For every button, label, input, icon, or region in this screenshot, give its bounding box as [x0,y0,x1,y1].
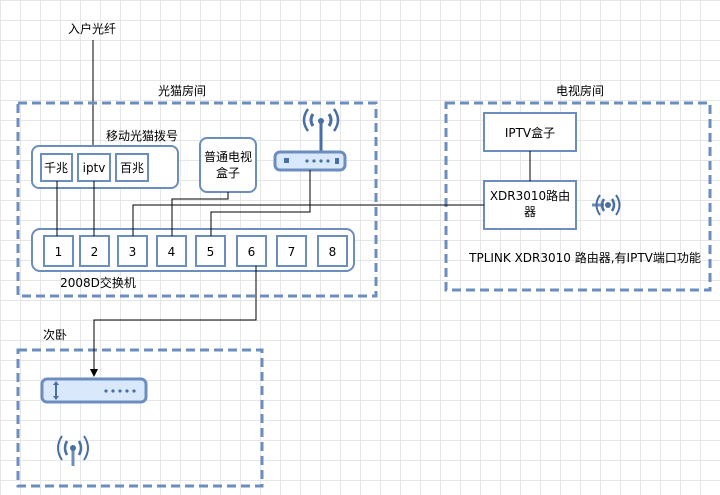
wire-tvbox-port4 [171,192,229,236]
switch-port-1-label: 1 [55,245,63,259]
iptv-box-label: IPTV盒子 [505,125,555,140]
xdr-router-box [483,180,577,230]
switch-port-4 [156,235,187,267]
switch-ports: 1 2 3 4 5 6 7 8 [43,235,348,267]
switch-port-8 [317,235,348,267]
switch-port-2 [79,235,110,267]
modem-room-region [16,101,378,298]
tplink-note: TPLINK XDR3010 路由器,有IPTV端口功能 [468,250,701,265]
modem-port-100m [115,153,149,182]
switch-port-6 [236,235,267,267]
wifi-antenna-icon [592,194,621,216]
xdr-router-line1: XDR3010路由 [490,188,570,203]
tv-room-label: 电视房间 [556,83,604,98]
wireless-router-icon [273,108,347,172]
fiber-label: 入户光纤 [68,21,116,36]
wire-router-port5 [210,170,311,236]
switch-port-2-label: 2 [91,245,99,259]
switch-port-8-label: 8 [329,245,337,259]
bedroom-label: 次卧 [43,328,67,342]
tv-room-region [444,101,712,292]
modem-port-iptv [77,153,111,182]
modem-port-iptv-label: iptv [83,161,106,175]
bedroom-region [16,348,264,488]
switch-port-3-label: 3 [129,245,137,259]
tv-box-line2: 盒子 [216,165,240,180]
bedroom-router-icon [40,377,148,404]
wire-port6-bedroom [90,266,257,377]
connection-wires [56,151,531,377]
switch-port-6-label: 6 [248,245,256,259]
modem-port-100m-label: 百兆 [120,161,144,175]
xdr-router-line2: 器 [524,205,536,219]
modem-ports: 千兆 iptv 百兆 [40,153,149,182]
tv-box-line1: 普通电视 [204,149,252,164]
switch-label: 2008D交换机 [60,275,136,290]
wire-port3-xdr [132,204,484,236]
switch-port-3 [117,235,148,267]
modem-title: 移动光猫拨号 [106,129,178,143]
modem-port-gigabit-label: 千兆 [44,161,68,175]
switch-port-5-label: 5 [207,245,215,259]
switch-port-4-label: 4 [168,245,176,259]
modem-room-label: 光猫房间 [158,83,206,98]
switch-port-7-label: 7 [288,245,296,259]
iptv-box [483,112,577,152]
bedroom-wifi-icon [57,435,89,466]
switch-port-7 [276,235,307,267]
tv-box [199,137,257,193]
switch-box [31,228,355,272]
switch-port-1 [43,235,74,267]
